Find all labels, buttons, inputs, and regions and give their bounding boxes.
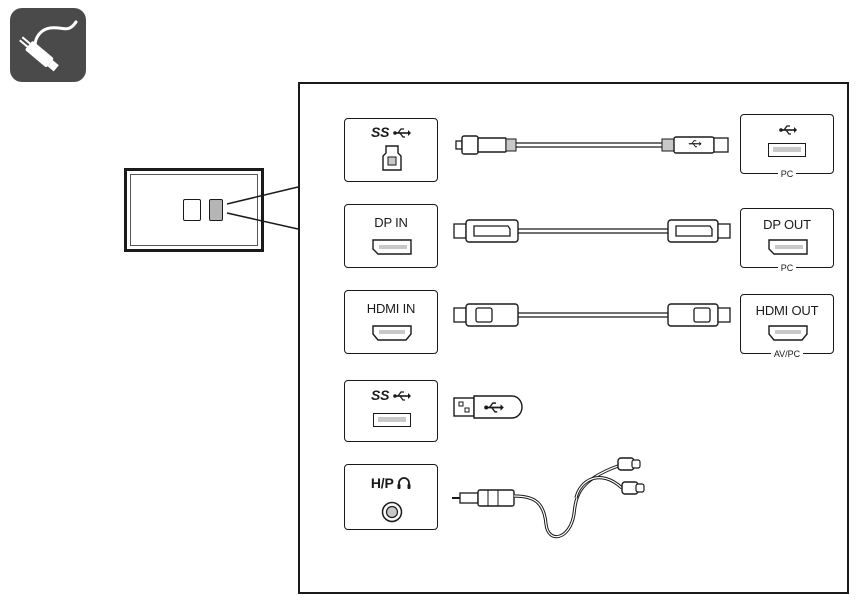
hdmi-socket-icon [768, 325, 808, 341]
displayport-socket-icon [372, 239, 412, 255]
usb-trident-icon [484, 402, 504, 413]
usb-upstream-label: SS [345, 124, 437, 140]
hdmi-out-label: HDMI OUT [755, 303, 819, 318]
headphone-label: H/P [345, 475, 437, 491]
hdmi-in-label: HDMI IN [366, 301, 416, 316]
headphone-y-cable [452, 457, 645, 539]
dp-in-port-box: DP IN [344, 204, 438, 268]
usb-cable [455, 135, 729, 155]
hdmi-socket-icon [372, 325, 412, 341]
usb-upstream-port-box: SS [344, 118, 438, 182]
headphone-port-box: H/P [344, 464, 438, 530]
displayport-cable [453, 219, 731, 243]
usb-flash-drive [453, 395, 523, 419]
monitor-port-slot-highlighted [209, 199, 223, 221]
hdmi-in-port-box: HDMI IN [344, 290, 438, 354]
usb-downstream-port-box: SS [344, 380, 438, 442]
dp-out-port-box: DP OUT PC [740, 208, 834, 273]
pc-usb-caption: PC [741, 169, 833, 179]
connection-panel: SS PC DP IN [298, 82, 849, 594]
monitor-rear-inner-frame [130, 174, 258, 246]
displayport-socket-icon [768, 239, 808, 255]
usb-type-b-socket-icon [382, 145, 402, 171]
usb-type-a-socket [373, 413, 411, 427]
dp-out-caption: PC [741, 263, 833, 273]
dp-in-label: DP IN [374, 215, 408, 230]
usb-trident-icon [393, 128, 411, 138]
headphone-icon [397, 477, 411, 489]
hdmi-cable [453, 303, 731, 327]
usb-trident-icon [393, 391, 411, 401]
usb-type-a-socket [768, 143, 806, 157]
cable-drawings [452, 135, 731, 539]
hdmi-out-caption: AV/PC [741, 349, 833, 359]
headphone-jack-socket-icon [381, 501, 403, 523]
monitor-port-slot [183, 199, 201, 221]
usb-downstream-label: SS [345, 387, 437, 403]
dp-out-label: DP OUT [763, 217, 811, 232]
monitor-rear-view [124, 168, 264, 252]
cable-section-icon [10, 8, 86, 82]
usb-trident-icon [688, 140, 702, 148]
hdmi-out-port-box: HDMI OUT AV/PC [740, 294, 834, 359]
cable-icon [19, 20, 78, 72]
pc-usb-port-box: PC [740, 114, 834, 179]
usb-trident-icon [779, 125, 797, 135]
